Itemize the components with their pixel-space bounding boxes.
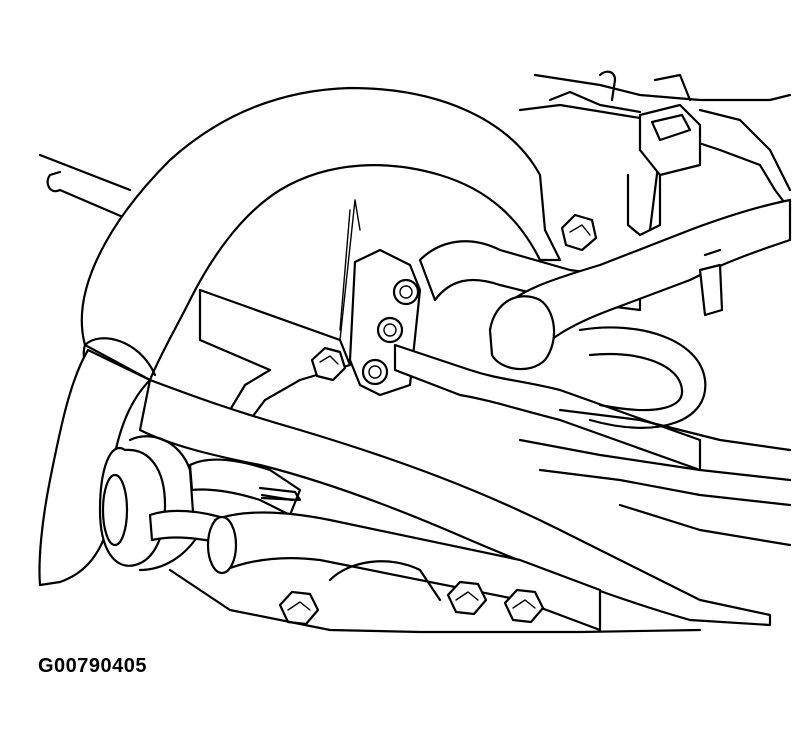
bolt-3 (503, 588, 545, 624)
line-drawing-illustration (38, 70, 792, 634)
bracket-clip (626, 103, 702, 237)
center-flange (348, 248, 422, 397)
hex-nut-left (310, 346, 347, 382)
bottom-outline (168, 560, 702, 634)
bolt-1 (278, 590, 320, 626)
lower-bolts (278, 580, 545, 626)
figure-code: G00790405 (38, 655, 148, 677)
left-lower-tube (38, 348, 152, 587)
left-rod (38, 153, 132, 222)
hex-nut-upper (560, 213, 598, 252)
right-upper-hose (488, 198, 792, 371)
right-pipe-bend (698, 248, 724, 317)
lower-right-lines (518, 408, 792, 547)
lower-hose (206, 511, 602, 632)
loop-pipe (578, 326, 707, 429)
bolt-2 (446, 580, 488, 616)
lower-sweeping-hose (138, 378, 772, 627)
valve-assembly (98, 435, 197, 572)
